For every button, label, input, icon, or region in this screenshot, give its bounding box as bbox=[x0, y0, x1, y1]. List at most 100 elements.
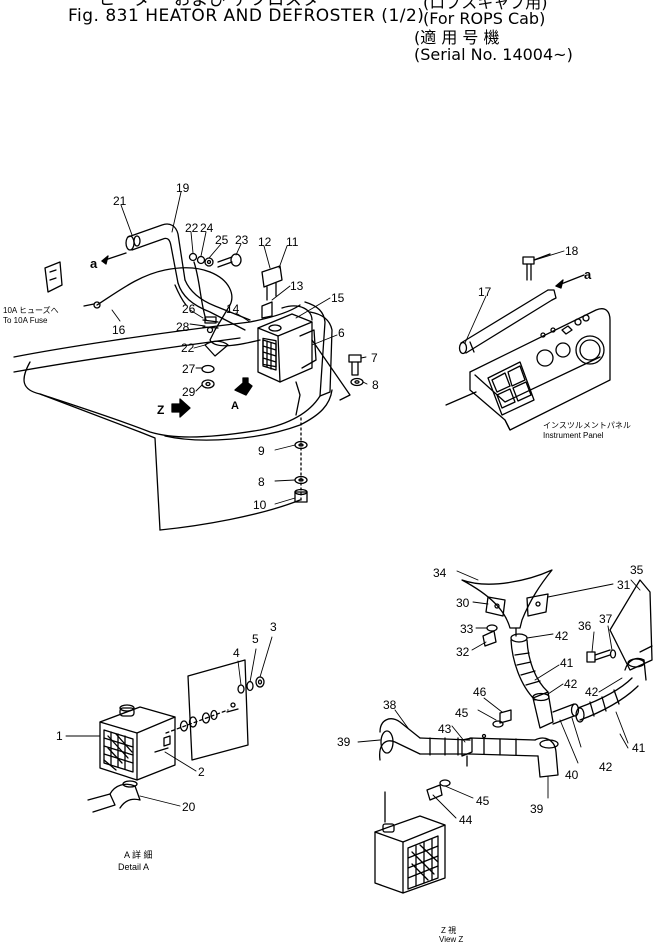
fuse-jp: 10A ヒューズへ bbox=[3, 305, 59, 315]
detail-a-en: Detail A bbox=[118, 862, 149, 872]
bracket-30-31 bbox=[485, 593, 549, 617]
callout-14: 14 bbox=[226, 302, 240, 316]
serial-en-label: (Serial No. 14004~) bbox=[414, 45, 573, 64]
panel-en: Instrument Panel bbox=[543, 431, 604, 440]
callout-27: 27 bbox=[182, 362, 196, 376]
callout-35: 35 bbox=[630, 563, 644, 577]
callout-40: 40 bbox=[565, 768, 579, 782]
defroster-nozzle-34 bbox=[461, 569, 553, 637]
detail-a-jp: A 詳 細 bbox=[124, 849, 153, 860]
callout-22-upper: 22 bbox=[185, 221, 199, 235]
cab-body-outline bbox=[13, 301, 333, 531]
callout-5: 5 bbox=[252, 632, 259, 646]
serial-en-text: Serial No. 14004~ bbox=[420, 45, 567, 64]
tee-joint bbox=[532, 691, 580, 729]
callout-numbers: 21 19 22 24 25 23 12 11 13 14 15 16 26 2… bbox=[3, 181, 646, 944]
detail-a-heater bbox=[99, 704, 176, 781]
callout-38: 38 bbox=[383, 698, 397, 712]
callout-30: 30 bbox=[456, 596, 470, 610]
nozzle-35 bbox=[609, 579, 653, 671]
elbow-20 bbox=[87, 780, 141, 813]
figure-title: Fig. 831 HEATOR AND DEFROSTER (1/2) bbox=[68, 6, 425, 26]
callout-32: 32 bbox=[456, 645, 470, 659]
leader-lines bbox=[65, 191, 641, 819]
arrow-big-a bbox=[234, 377, 253, 396]
view-z-jp: Z 視 bbox=[441, 926, 456, 935]
callout-43: 43 bbox=[438, 722, 452, 736]
cab-en-label: (For ROPS Cab) bbox=[423, 9, 546, 28]
hose-41-upper bbox=[510, 633, 549, 701]
callout-7: 7 bbox=[371, 351, 378, 365]
callout-4: 4 bbox=[233, 646, 240, 660]
arrow-a-right bbox=[555, 274, 585, 289]
callout-42-right: 42 bbox=[585, 685, 599, 699]
callout-39-lower: 39 bbox=[530, 802, 544, 816]
washer-8-upper bbox=[350, 377, 364, 387]
callout-44: 44 bbox=[459, 813, 473, 827]
left-bracket bbox=[44, 261, 63, 293]
lower-fasteners bbox=[294, 417, 308, 503]
serial-jp-label: (適 用 号 機 bbox=[414, 28, 500, 47]
callout-1: 1 bbox=[56, 729, 63, 743]
hose-15 bbox=[281, 305, 351, 416]
serial-jp-text: 適 用 号 機 bbox=[420, 28, 500, 47]
duct-39-lower bbox=[469, 737, 559, 778]
bracket-43 bbox=[461, 737, 473, 767]
mount-bracket bbox=[261, 265, 283, 319]
callout-10: 10 bbox=[253, 498, 267, 512]
view-z-en: View Z bbox=[439, 935, 463, 944]
header-top-line: ヒーター および デフロスター bbox=[98, 0, 338, 10]
panel-jp: インスツルメントパネル bbox=[543, 421, 631, 430]
callout-45-upper: 45 bbox=[455, 706, 469, 720]
label-z: Z bbox=[157, 403, 164, 417]
callout-16: 16 bbox=[112, 323, 126, 337]
callout-13: 13 bbox=[290, 279, 304, 293]
callout-17: 17 bbox=[478, 285, 492, 299]
fuse-en: To 10A Fuse bbox=[3, 316, 48, 325]
callout-45-lower: 45 bbox=[476, 794, 490, 808]
callout-2: 2 bbox=[198, 765, 205, 779]
callout-33: 33 bbox=[460, 622, 474, 636]
callout-8-upper: 8 bbox=[372, 378, 379, 392]
callout-6: 6 bbox=[338, 326, 345, 340]
callout-8-lower: 8 bbox=[258, 475, 265, 489]
label-big-a: A bbox=[231, 400, 239, 412]
callout-42-bottom: 42 bbox=[599, 760, 613, 774]
screw-36-37 bbox=[586, 649, 617, 663]
callout-46: 46 bbox=[473, 685, 487, 699]
callout-29: 29 bbox=[182, 385, 196, 399]
heater-unit-cab bbox=[257, 313, 317, 383]
label-a-left: a bbox=[90, 256, 98, 271]
callout-19: 19 bbox=[176, 181, 190, 195]
callout-23: 23 bbox=[235, 233, 249, 247]
callout-42-top: 42 bbox=[555, 629, 569, 643]
screw-18 bbox=[522, 253, 551, 281]
wire-harness bbox=[83, 261, 261, 347]
callout-26: 26 bbox=[182, 302, 196, 316]
callout-21: 21 bbox=[113, 194, 127, 208]
cab-jp-label: (ロプスキャブ用) bbox=[423, 0, 548, 12]
cab-en-text: For ROPS Cab bbox=[429, 9, 540, 28]
callout-12: 12 bbox=[258, 235, 272, 249]
bolt-7 bbox=[348, 354, 362, 376]
callout-24: 24 bbox=[200, 221, 214, 235]
detail-a-fasteners bbox=[165, 676, 265, 734]
callout-9: 9 bbox=[258, 444, 265, 458]
callout-39-left: 39 bbox=[337, 735, 351, 749]
callout-41-upper: 41 bbox=[560, 656, 574, 670]
callout-34: 34 bbox=[433, 566, 447, 580]
duct-38-39-left bbox=[379, 718, 471, 761]
arrow-a-left bbox=[101, 252, 127, 265]
callout-42-mid: 42 bbox=[564, 677, 578, 691]
callout-22-lower: 22 bbox=[181, 341, 195, 355]
callout-18: 18 bbox=[565, 244, 579, 258]
callout-37: 37 bbox=[599, 612, 613, 626]
fasteners-44-46 bbox=[426, 709, 512, 801]
callout-41-right: 41 bbox=[632, 741, 646, 755]
detail-a-plate bbox=[187, 659, 249, 761]
heater-pipe bbox=[125, 223, 251, 331]
cab-jp-text: ロプスキャブ用 bbox=[429, 0, 542, 12]
callout-11: 11 bbox=[286, 235, 299, 249]
instrument-panel bbox=[445, 308, 611, 431]
